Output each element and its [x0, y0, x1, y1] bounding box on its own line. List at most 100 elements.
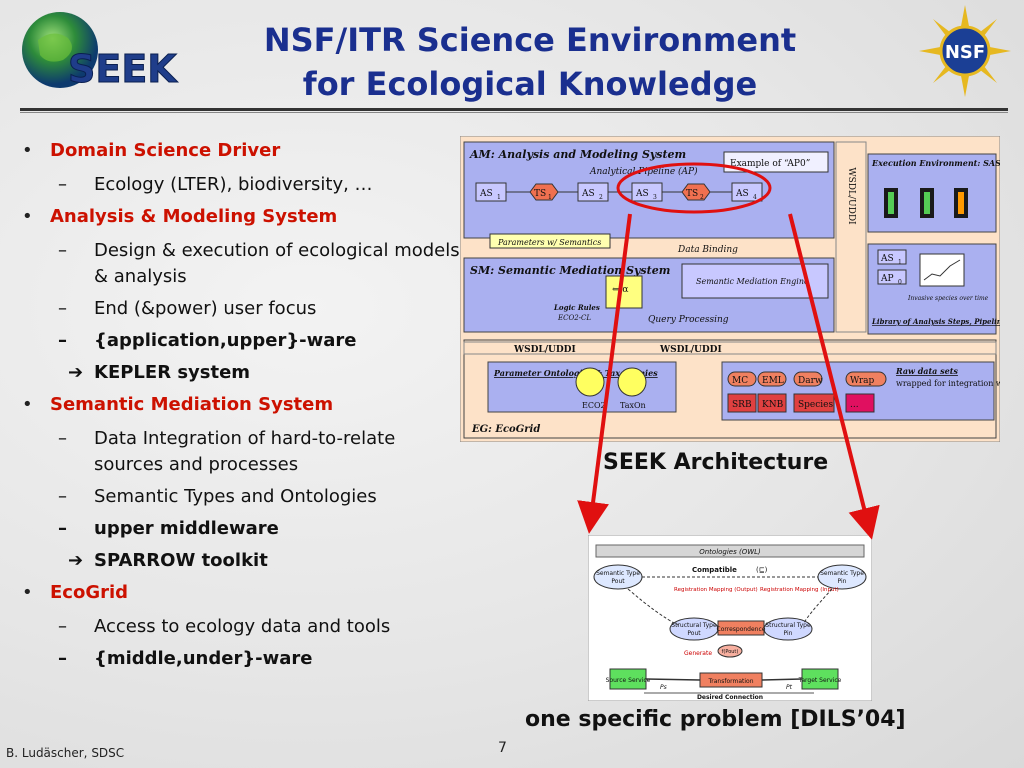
pipeline-node-label: TS	[686, 189, 698, 199]
dash-icon: –	[58, 174, 67, 195]
pipeline-node-sub: 3	[653, 194, 657, 201]
pipeline-node-sub: 2	[700, 194, 704, 201]
sub-bullet-arrow: ➔ KEPLER system	[22, 360, 462, 386]
sub-bullet: –End (&power) user focus	[22, 296, 462, 322]
eco2-label: ECO2	[582, 401, 606, 410]
highlight-ellipse	[616, 162, 772, 214]
slide-title: NSF/ITR Science Environment for Ecologic…	[215, 18, 845, 106]
pipeline-node-label: AS	[479, 189, 493, 199]
sub-bullet-text: Access to ecology data and tools	[94, 616, 391, 637]
structural-type-in-sub: Pin	[784, 630, 793, 637]
fmap-label: f(Pout)	[722, 649, 739, 655]
correspondence-label: Correspondence	[717, 626, 766, 633]
library-label: Library of Analysis Steps, Pipelines & R…	[871, 317, 1000, 326]
small-diagram-caption: one specific problem [DILS’04]	[525, 707, 906, 732]
compatible-symbol: (⊑)	[756, 566, 768, 574]
sub-bullet: –Access to ecology data and tools	[22, 614, 462, 640]
reg-in-label: Registration Mapping (Input)	[760, 587, 839, 593]
semantic-type-in-label: Semantic Type	[820, 570, 864, 577]
eco2cl-label: ECO2-CL	[557, 314, 591, 322]
sub-bullet-text: {middle,under}-ware	[94, 648, 313, 669]
sub-bullet: – Semantic Types and Ontologies	[22, 484, 462, 510]
data-tag-label: Wrap	[850, 376, 875, 386]
data-tag	[727, 371, 757, 387]
footer-author: B. Ludäscher, SDSC	[6, 746, 125, 760]
bullet-heading: Domain Science Driver	[22, 138, 462, 164]
pipeline-node-sub: 2	[599, 194, 603, 201]
seek-logo-text: SEEK	[68, 47, 178, 91]
source-service-label: Source Service	[606, 677, 651, 684]
data-tag-label: Darw	[798, 376, 823, 386]
wsdl-vertical-label: WSDL/UDDI	[846, 167, 856, 225]
params-onto-label: Parameter Ontologies & Taxonomies	[493, 368, 658, 378]
ecogrid-label: EG: EcoGrid	[471, 424, 540, 435]
as1-label: AS	[880, 254, 894, 264]
data-source-label: KNB	[762, 400, 784, 410]
example-box	[723, 151, 829, 173]
dash-icon: –	[58, 486, 67, 507]
ap0-box	[877, 269, 907, 285]
pipeline-node-sub: 1	[548, 194, 552, 201]
sub-bullet-text: KEPLER system	[94, 362, 251, 383]
compatible-label: Compatible	[692, 566, 737, 574]
dash-icon: –	[58, 240, 67, 261]
sub-bullet-text: End (&power) user focus	[94, 298, 317, 319]
page-number: 7	[498, 740, 507, 756]
taxon-label: TaxOn	[620, 401, 646, 410]
sub-bullet-arrow: ➔SPARROW toolkit	[22, 548, 462, 574]
pipeline-node-label: AS	[735, 189, 749, 199]
pipeline-node-sub: 1	[497, 194, 501, 201]
sub-bullet-text: Semantic Types and Ontologies	[94, 486, 377, 507]
sub-bullet: –{application,upper}-ware	[22, 328, 462, 354]
query-processing-label: Query Processing	[648, 315, 729, 325]
pt-label: Pt	[786, 684, 793, 691]
structural-type-out-label: Structural Type	[671, 622, 717, 629]
svg-text:⇐ α: ⇐ α	[612, 285, 628, 295]
dash-icon: –	[58, 648, 67, 669]
structural-type-in-label: Structural Type	[765, 622, 811, 629]
exec-env-label: Execution Environment: SAS, MATLAB, etc.	[871, 158, 1000, 168]
ap0-sub: 0	[898, 279, 902, 286]
dash-icon: –	[58, 428, 67, 449]
bullet-heading: EcoGrid	[22, 580, 462, 606]
bullet-list: Domain Science Driver – Ecology (LTER), bi…	[22, 134, 462, 678]
bullet-heading: Analysis & Modeling System	[22, 204, 462, 230]
correspondence-box	[717, 620, 765, 636]
raw-data-desc: wrapped for integration w/ EML, etc.	[896, 379, 1000, 388]
data-binding-label: Data Binding	[677, 245, 738, 255]
semantic-type-out-sub: Pout	[611, 578, 625, 585]
sub-bullet: – upper middleware	[22, 516, 462, 542]
arrow-icon: ➔	[68, 362, 84, 383]
example-label: Example of “AP0”	[730, 158, 810, 169]
sub-bullet-text: Ecology (LTER), biodiversity, …	[94, 174, 373, 195]
as-node	[731, 182, 763, 202]
seek-architecture-diagram: AM: Analysis and Modeling System Analyti…	[459, 135, 1024, 443]
pipeline-node-sub: 4	[753, 194, 757, 201]
wsdl-bar-label-1: WSDL/UDDI	[513, 345, 576, 355]
generate-label: Generate	[684, 650, 712, 657]
invasive-chart	[919, 253, 965, 287]
wsdl-bar-label-2: WSDL/UDDI	[659, 345, 722, 355]
sub-bullet: –Data Integration of hard-to-relate sour…	[22, 426, 462, 478]
data-tag	[757, 371, 787, 387]
data-source-label: SRB	[732, 400, 752, 410]
desired-connection-label: Desired Connection	[697, 694, 763, 701]
sub-bullet: – Design & execution of ecological models…	[22, 238, 462, 290]
dash-icon: –	[58, 518, 67, 539]
sub-bullet-text: Design & execution of ecological models …	[94, 240, 460, 287]
nsf-logo-text: NSF	[945, 42, 985, 63]
bullet-heading: Semantic Mediation System	[22, 392, 462, 418]
sub-bullet: – {middle,under}-ware	[22, 646, 462, 672]
transformation-label: Transformation	[707, 678, 753, 685]
nsf-logo: NSF	[917, 3, 1013, 99]
semantic-type-out-label: Semantic Type	[596, 570, 640, 577]
semantic-type-in	[817, 564, 867, 590]
raw-data-label: Raw data sets	[895, 366, 958, 376]
sm-title: SM: Semantic Mediation System	[470, 264, 670, 277]
am-title: AM: Analysis and Modeling System	[469, 148, 686, 161]
data-tag-label: MC	[732, 376, 748, 386]
data-source-label: Species	[798, 400, 833, 410]
sub-bullet-text: {application,upper}-ware	[94, 330, 357, 351]
sub-bullet: – Ecology (LTER), biodiversity, …	[22, 172, 462, 198]
sub-bullet-text: upper middleware	[94, 518, 279, 539]
